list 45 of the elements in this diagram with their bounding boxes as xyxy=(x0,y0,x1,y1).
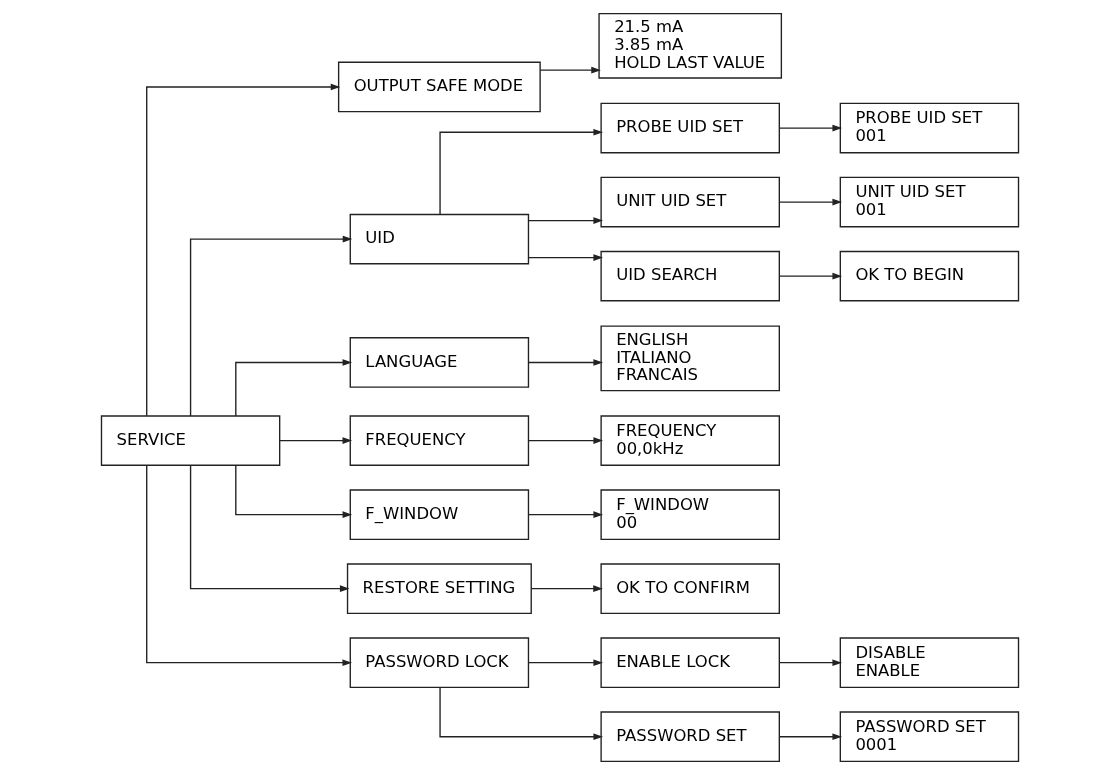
arrow xyxy=(779,198,843,206)
node-box: UID xyxy=(349,213,530,265)
arrow xyxy=(779,659,843,667)
arrow xyxy=(779,272,843,280)
node-box: FREQUENCY 00,0kHz xyxy=(600,415,780,466)
arrow xyxy=(779,124,843,132)
node-box: F_WINDOW xyxy=(349,489,530,540)
node-box: UID SEARCH xyxy=(600,250,780,302)
node-box: PROBE UID SET xyxy=(600,102,780,154)
arrow xyxy=(189,465,350,593)
arrow xyxy=(439,687,604,741)
arrow xyxy=(189,235,353,417)
arrow xyxy=(527,217,603,224)
arrow xyxy=(539,66,601,74)
node-box: UNIT UID SET xyxy=(600,176,780,228)
arrow xyxy=(439,128,604,215)
node-box: LANGUAGE xyxy=(349,337,530,388)
node-box: UNIT UID SET 001 xyxy=(839,176,1020,228)
arrow xyxy=(146,464,353,667)
arrow xyxy=(779,733,843,741)
node-box: OK TO BEGIN xyxy=(839,250,1020,302)
arrow xyxy=(235,465,353,518)
node-box: PASSWORD SET 0001 xyxy=(839,711,1020,763)
node-box: F_WINDOW 00 xyxy=(600,489,780,540)
arrow xyxy=(527,511,603,518)
arrow xyxy=(527,359,603,366)
node-box: RESTORE SETTING xyxy=(346,563,532,614)
node-box: PASSWORD SET xyxy=(600,711,780,763)
node-box: ENGLISH ITALIANO FRANCAIS xyxy=(600,325,780,392)
arrow xyxy=(527,659,603,667)
node-box: SERVICE xyxy=(100,415,281,466)
node-box: PASSWORD LOCK xyxy=(349,637,530,689)
node-box: PROBE UID SET 001 xyxy=(839,102,1020,154)
node-box: FREQUENCY xyxy=(349,415,530,466)
arrow xyxy=(146,83,341,417)
arrow xyxy=(530,585,603,593)
node-box: DISABLE ENABLE xyxy=(839,637,1020,689)
arrow xyxy=(235,359,353,417)
arrow xyxy=(527,437,603,444)
node-box: 21.5 mA 3.85 mA HOLD LAST VALUE xyxy=(598,12,783,79)
node-box: OUTPUT SAFE MODE xyxy=(337,61,541,113)
arrow xyxy=(279,437,353,444)
node-box: ENABLE LOCK xyxy=(600,637,780,689)
arrow xyxy=(527,254,603,261)
node-box: OK TO CONFIRM xyxy=(600,563,780,614)
